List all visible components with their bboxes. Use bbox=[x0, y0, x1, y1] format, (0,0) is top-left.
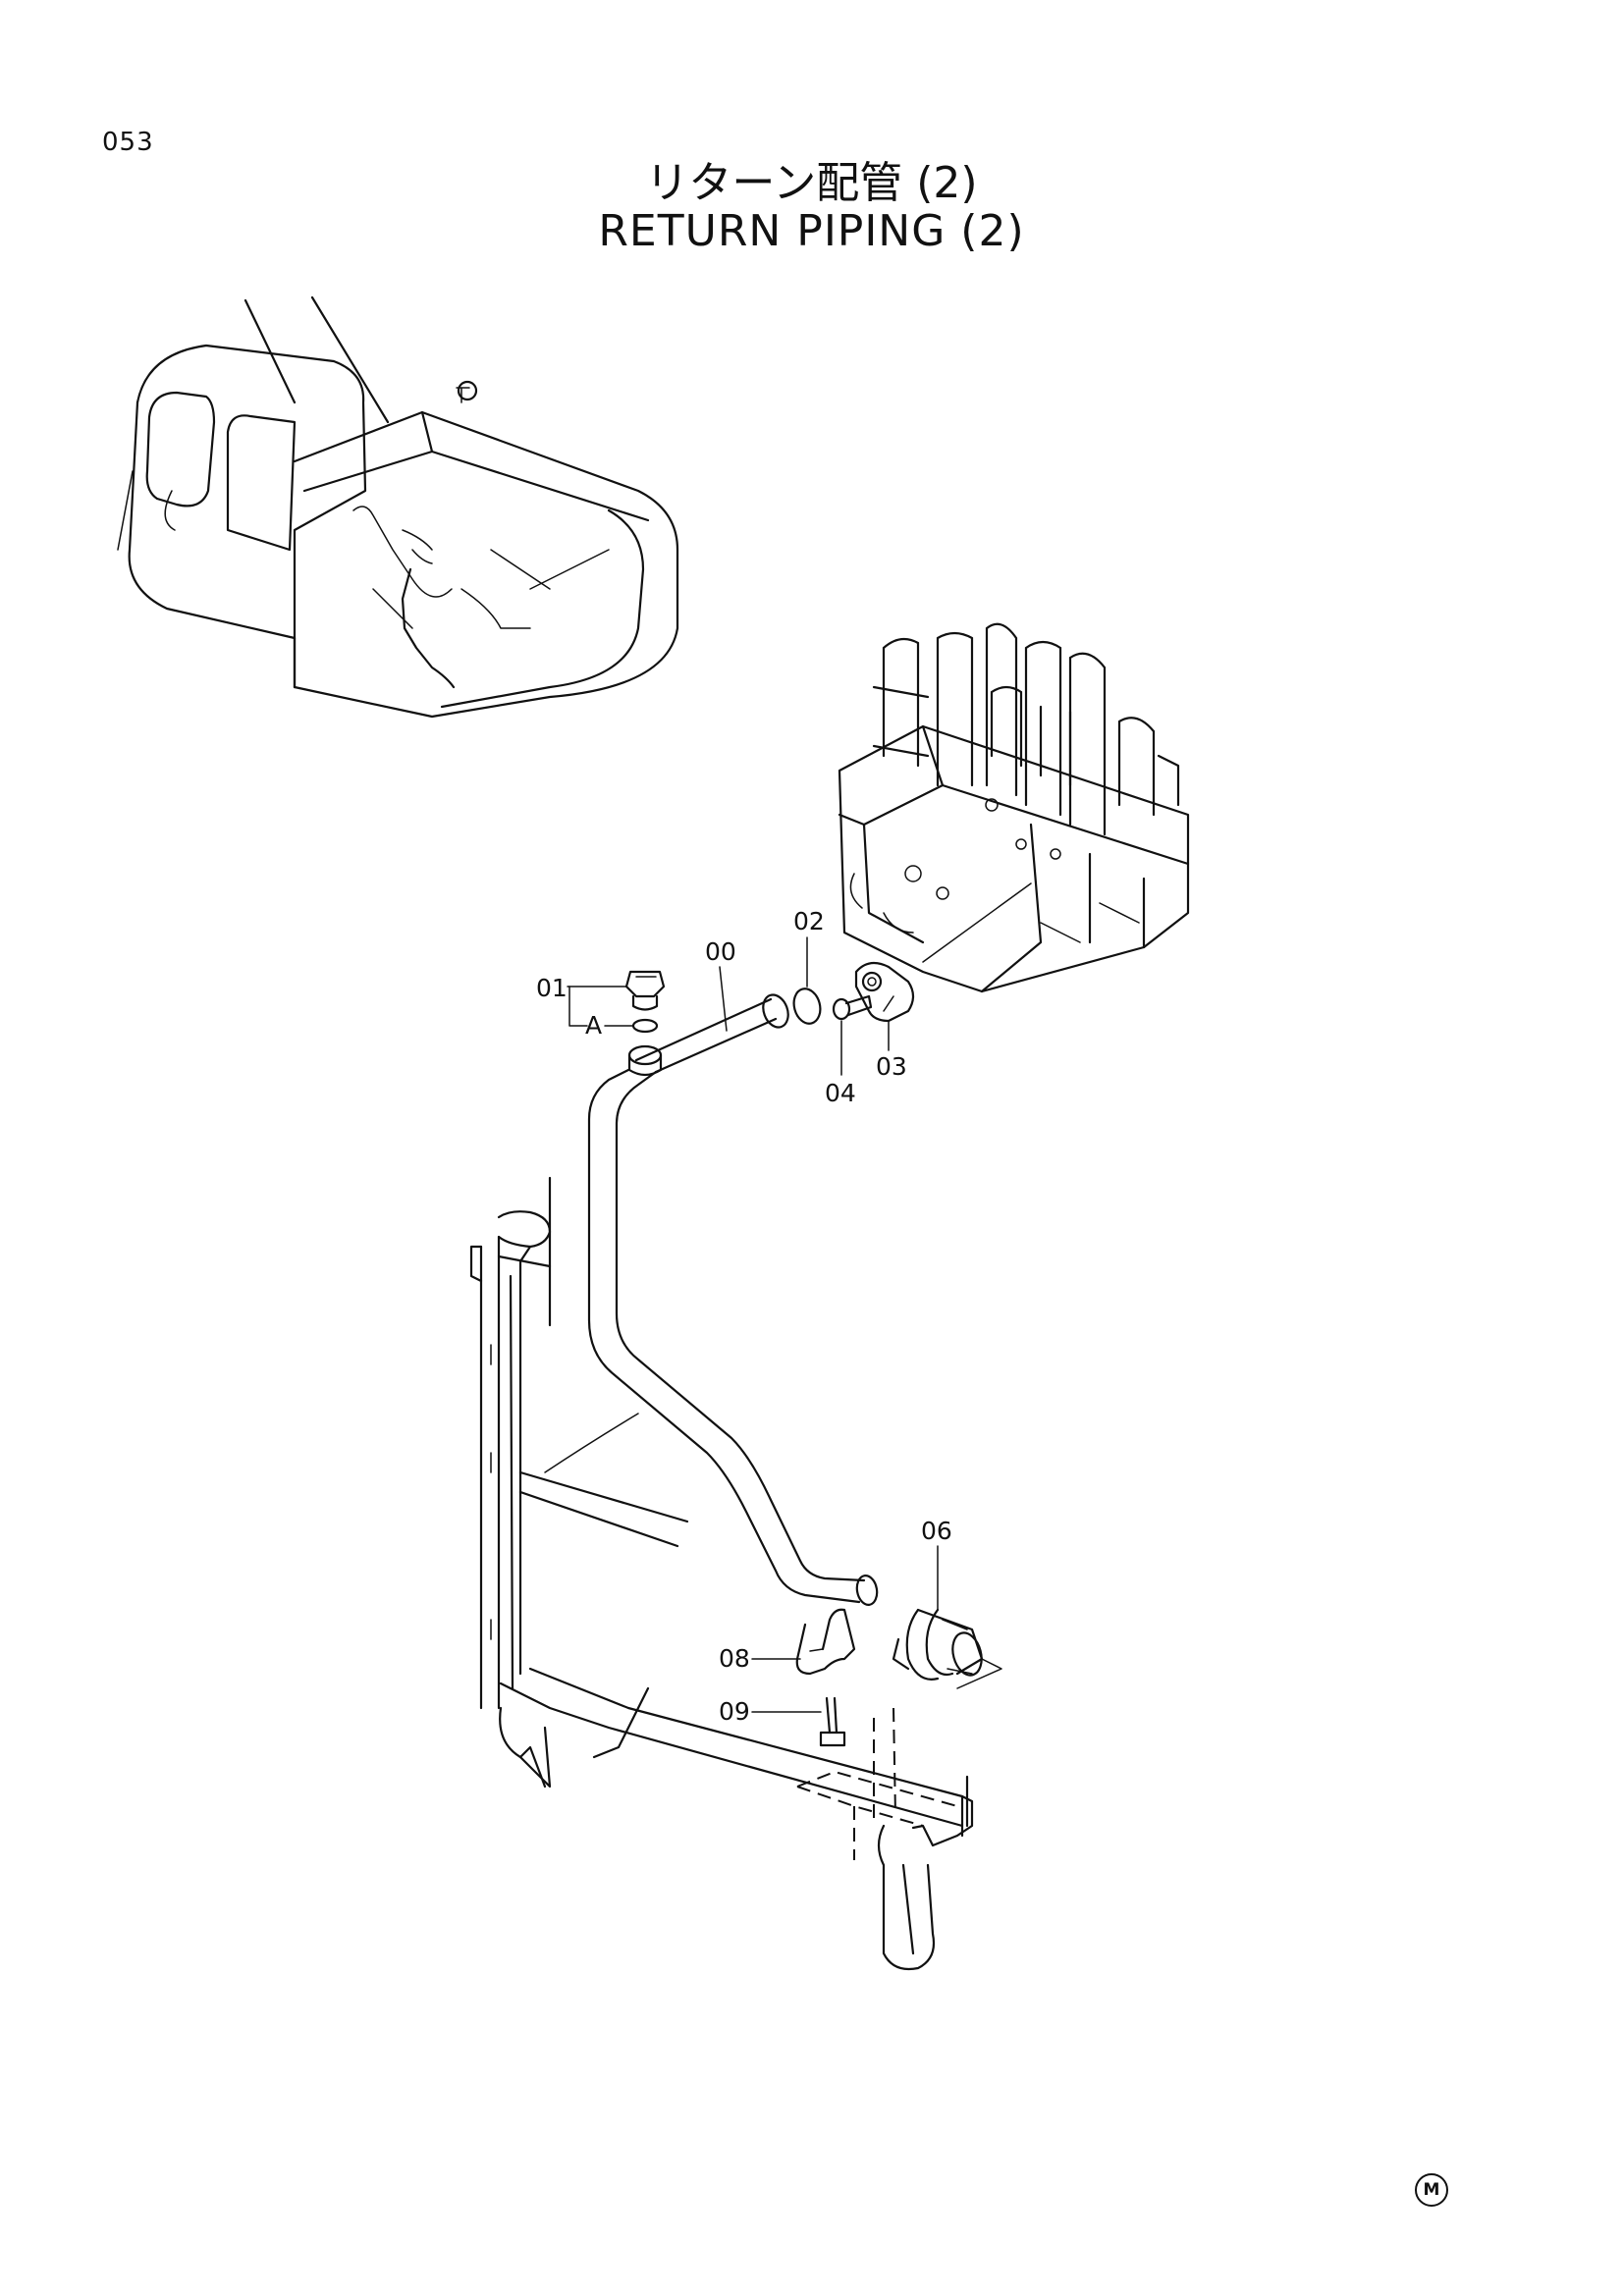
callout-06: 06 bbox=[921, 1517, 952, 1611]
callout-09: 09 bbox=[719, 1697, 822, 1726]
page-title-english: RETURN PIPING (2) bbox=[598, 206, 1025, 256]
svg-text:01: 01 bbox=[536, 974, 568, 1002]
svg-text:00: 00 bbox=[705, 937, 736, 966]
svg-text:03: 03 bbox=[876, 1052, 907, 1081]
bolt-09 bbox=[819, 1696, 846, 1747]
callout-a: A bbox=[585, 1011, 634, 1040]
svg-text:08: 08 bbox=[719, 1644, 750, 1673]
return-pipe-00 bbox=[587, 993, 879, 1606]
o-ring-a bbox=[631, 1018, 659, 1034]
o-ring-02 bbox=[792, 988, 822, 1025]
bolt-04 bbox=[832, 994, 873, 1021]
callout-02: 02 bbox=[793, 907, 825, 988]
excavator-overview-illustration bbox=[117, 295, 679, 719]
bracket-08 bbox=[795, 1608, 856, 1676]
page-number: 053 bbox=[102, 128, 154, 157]
callout-01: 01 bbox=[536, 974, 627, 1027]
svg-text:09: 09 bbox=[719, 1697, 750, 1726]
callout-04: 04 bbox=[825, 1020, 856, 1107]
svg-text:A: A bbox=[585, 1011, 602, 1040]
page-title-japanese: リターン配管 (2) bbox=[645, 158, 978, 208]
flange-03 bbox=[854, 961, 915, 1023]
oil-cooler-frame-illustration bbox=[469, 1176, 974, 1971]
svg-text:06: 06 bbox=[921, 1517, 952, 1545]
plug-01 bbox=[624, 970, 666, 1011]
model-mark-badge: M bbox=[1415, 2173, 1448, 2207]
svg-text:02: 02 bbox=[793, 907, 825, 935]
callout-03: 03 bbox=[876, 1020, 907, 1081]
control-valve-illustration bbox=[838, 622, 1190, 993]
svg-text:04: 04 bbox=[825, 1079, 856, 1107]
clamp-06 bbox=[892, 1608, 1002, 1689]
callout-08: 08 bbox=[719, 1644, 801, 1673]
callout-00: 00 bbox=[705, 937, 736, 1032]
